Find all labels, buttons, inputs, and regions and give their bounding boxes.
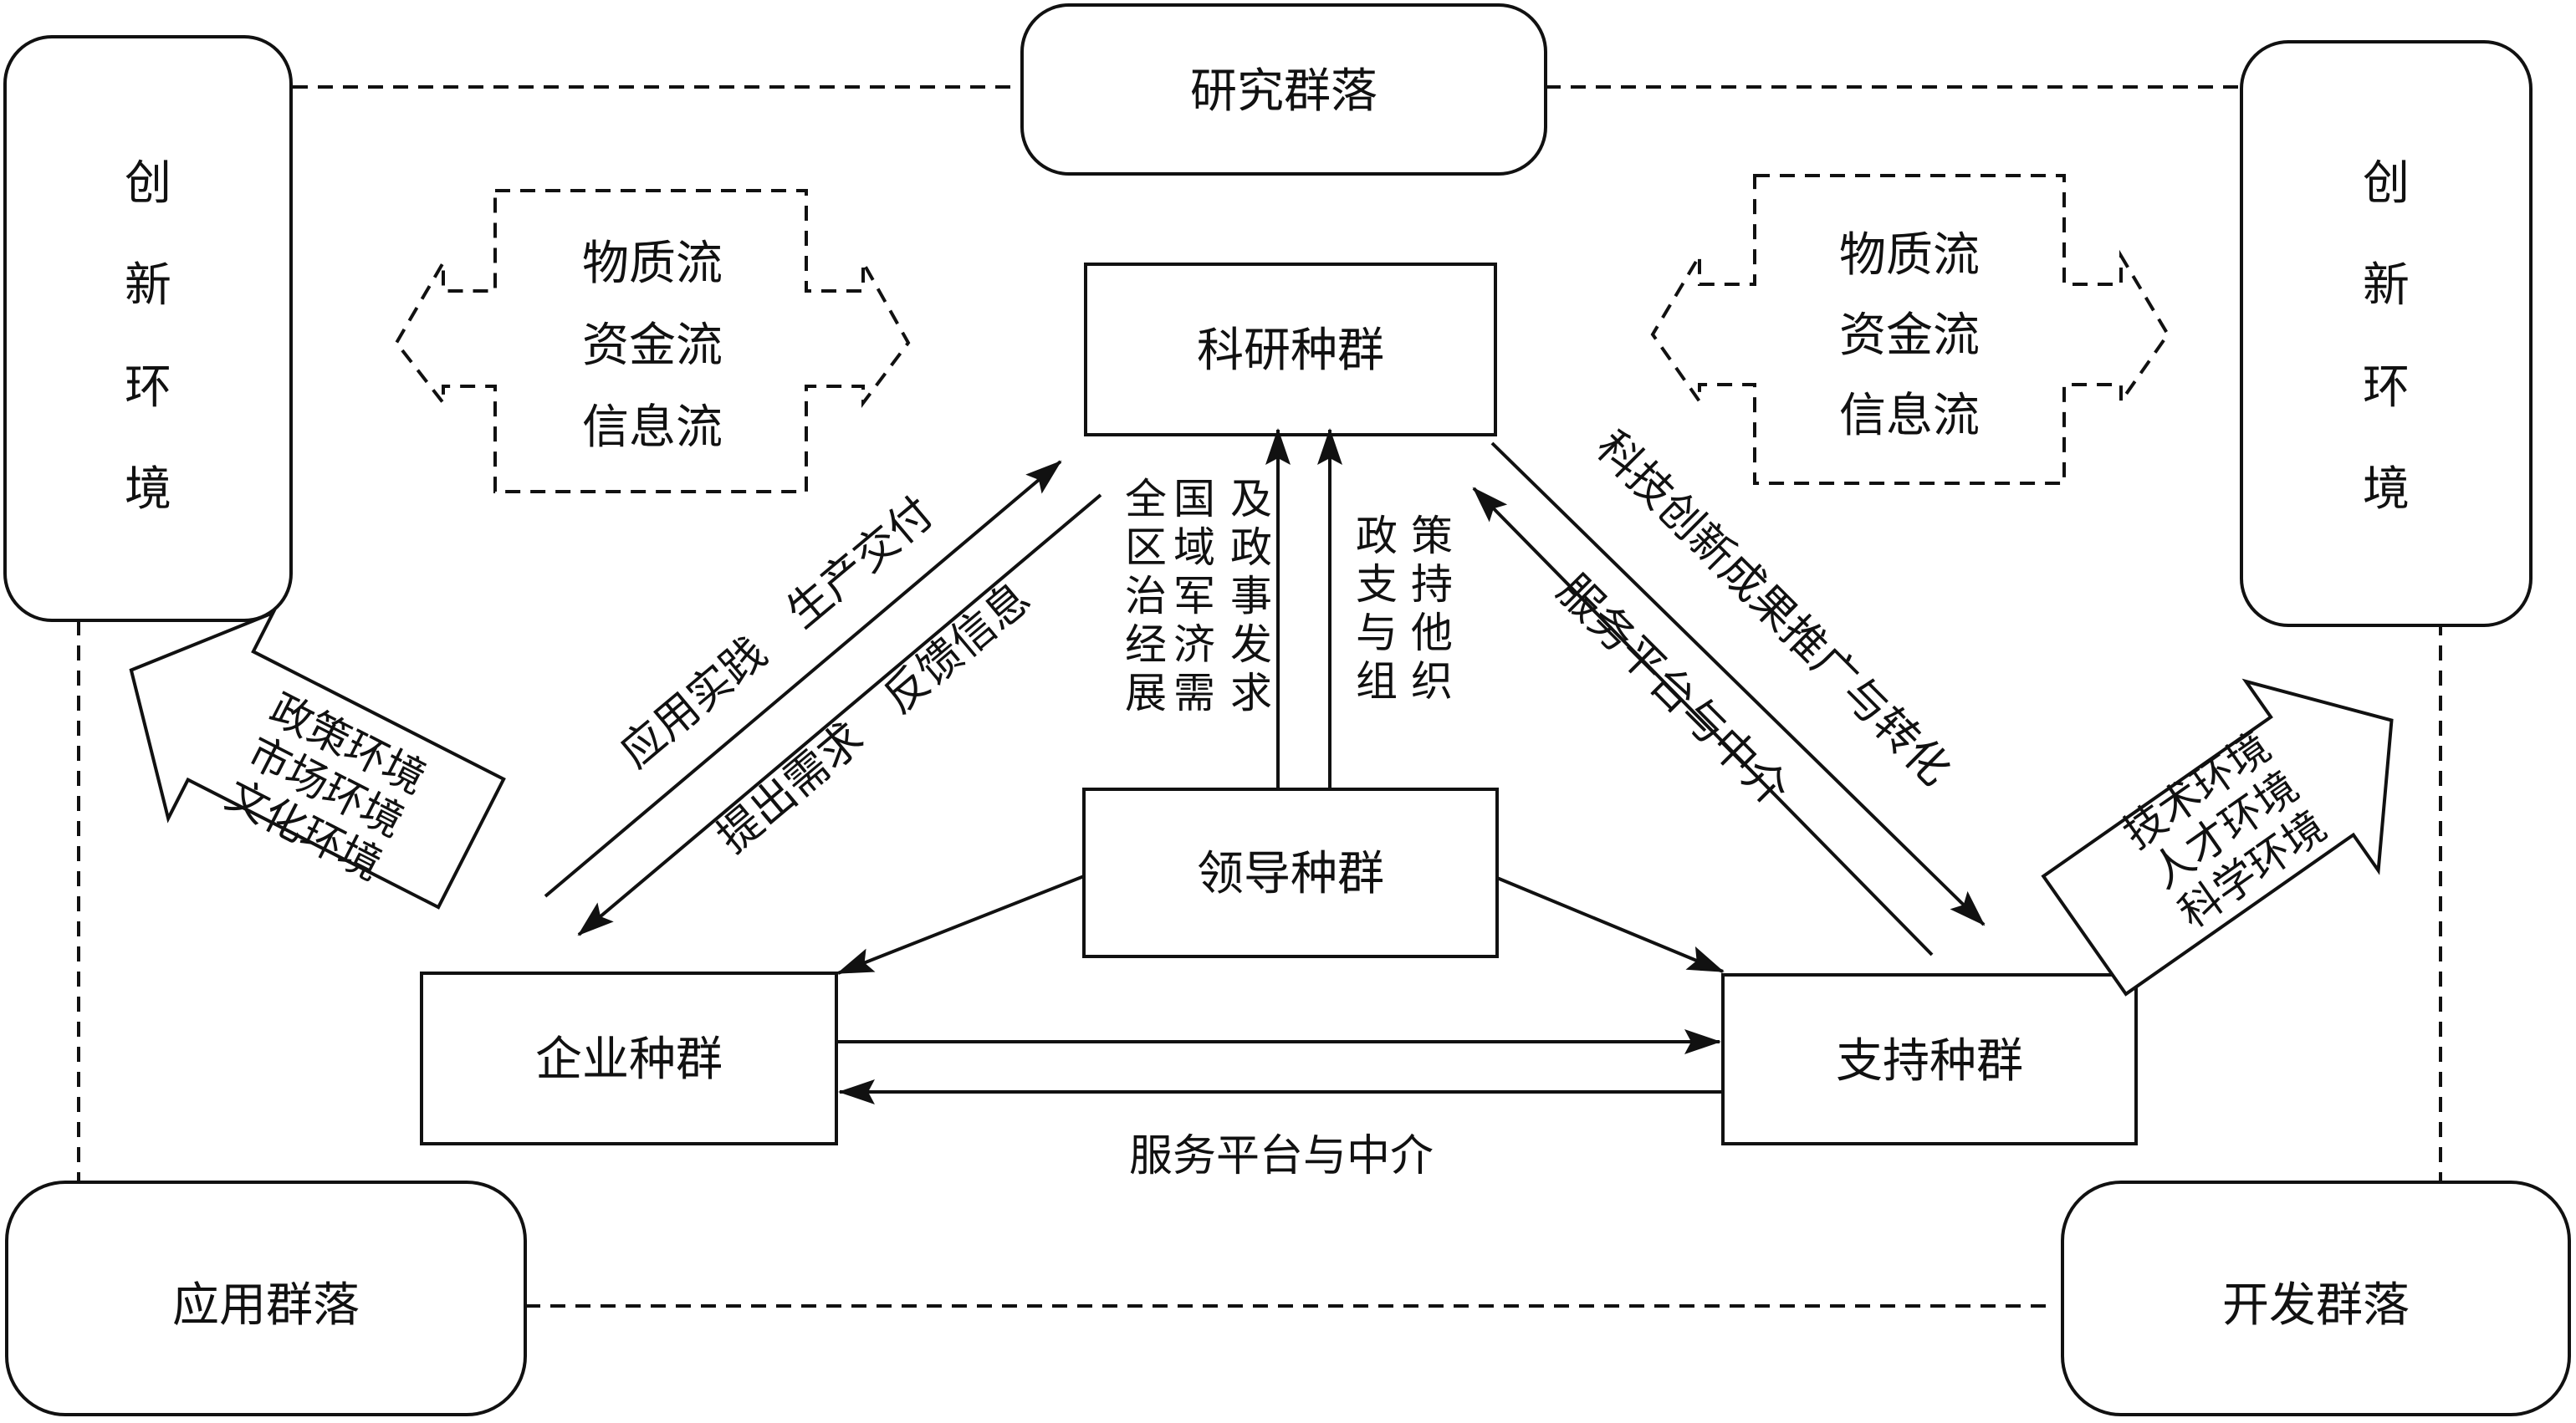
arrow-leadership-to-support xyxy=(1496,876,1725,973)
research-population-label: 科研种群 xyxy=(1197,324,1384,378)
research-population: 科研种群 xyxy=(1084,263,1497,436)
community-frame xyxy=(77,85,2442,1308)
flow-box-left: 物质流资金流信息流 xyxy=(394,189,911,493)
innovation-environment-right: 创新环境 xyxy=(2240,40,2533,627)
svg-text:策持他织: 策持他织 xyxy=(1411,512,1453,706)
development-community-label: 开发群落 xyxy=(2222,1278,2410,1333)
label-leadership-research-left: 及政事发求 国域军济需 全区治经展 xyxy=(1125,475,1272,717)
svg-text:国域军济需: 国域军济需 xyxy=(1173,475,1215,717)
arrow-leadership-to-enterprise xyxy=(836,875,1085,975)
application-community: 应用群落 xyxy=(5,1181,527,1416)
innovation-environment-left: 创新环境 xyxy=(3,35,293,622)
arrow-enterprise-to-research xyxy=(544,460,1062,898)
enterprise-population-label: 企业种群 xyxy=(535,1033,723,1087)
support-population-label: 支持种群 xyxy=(1836,1034,2023,1089)
label-leadership-research-right: 策持他织 政支与组 xyxy=(1356,512,1453,706)
policy-market-culture-arrow xyxy=(129,609,506,910)
svg-text:政支与组: 政支与组 xyxy=(1356,512,1398,706)
arrows xyxy=(544,428,1986,1104)
arrow-research-to-support xyxy=(1490,441,1986,926)
flow-box-right: 物质流资金流信息流 xyxy=(1650,174,2170,485)
leadership-population-label: 领导种群 xyxy=(1197,847,1384,901)
research-community-label: 研究群落 xyxy=(1190,64,1377,119)
arrow-research-to-enterprise xyxy=(577,493,1102,936)
research-community: 研究群落 xyxy=(1020,3,1547,176)
svg-text:全区治经展: 全区治经展 xyxy=(1125,475,1167,717)
flow-right-labels: 物质流资金流信息流 xyxy=(1839,228,1980,443)
arrow-support-to-research xyxy=(1472,487,1934,956)
leadership-population: 领导种群 xyxy=(1082,788,1499,958)
tech-talent-science-arrow xyxy=(2041,678,2394,997)
flow-left-labels: 物质流资金流信息流 xyxy=(582,237,723,455)
label-support-enterprise: 服务平台与中介 xyxy=(1129,1131,1434,1181)
support-population: 支持种群 xyxy=(1721,973,2138,1145)
application-community-label: 应用群落 xyxy=(172,1278,360,1333)
enterprise-population: 企业种群 xyxy=(420,972,838,1145)
development-community: 开发群落 xyxy=(2061,1181,2571,1416)
svg-text:及政事发求: 及政事发求 xyxy=(1230,475,1272,717)
innovation-environment-right-label: 创新环境 xyxy=(2363,156,2410,517)
innovation-environment-left-label: 创新环境 xyxy=(125,156,171,517)
